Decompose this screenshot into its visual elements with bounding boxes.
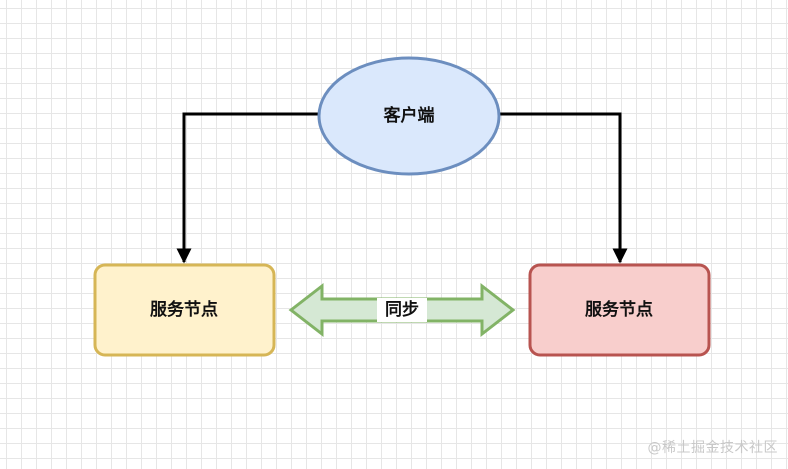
watermark: @稀土掘金技术社区 <box>647 440 778 456</box>
server-node-right-label: 服务节点 <box>585 299 653 320</box>
server-node-left-label: 服务节点 <box>150 299 218 320</box>
client-ellipse <box>317 56 501 176</box>
server-node-right[interactable]: 服务节点 <box>528 263 711 357</box>
client-label: 客户端 <box>383 105 435 126</box>
server-node-left[interactable]: 服务节点 <box>93 263 276 357</box>
client-node[interactable]: 客户端 <box>317 56 501 176</box>
sync-edge[interactable]: 同步 <box>288 282 516 338</box>
edge-client-to-left-server[interactable] <box>176 112 320 264</box>
sync-label-background <box>377 298 427 322</box>
server-node-right-box <box>528 263 711 357</box>
sync-label: 同步 <box>385 299 419 320</box>
server-node-left-box <box>93 263 276 357</box>
edge-client-to-right-server[interactable] <box>499 112 628 264</box>
